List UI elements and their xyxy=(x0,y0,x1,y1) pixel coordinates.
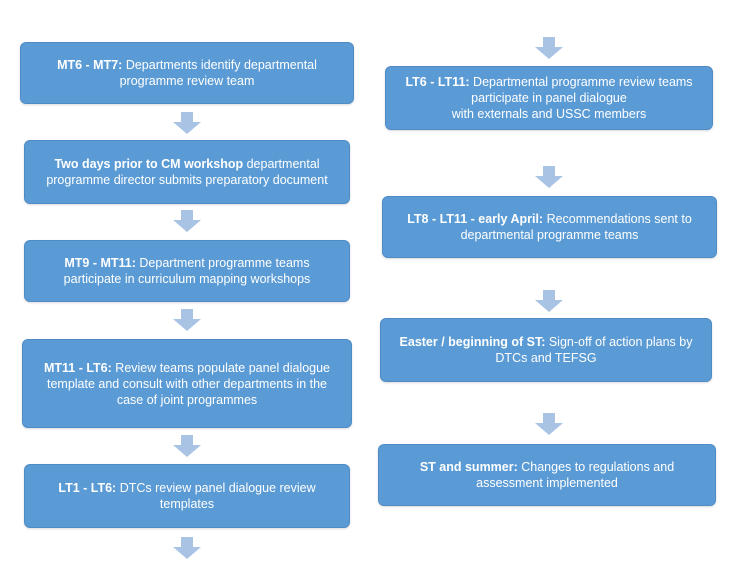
step-text: LT6 - LT11: Departmental programme revie… xyxy=(405,75,693,121)
step-lt6-lt11: LT6 - LT11: Departmental programme revie… xyxy=(385,66,713,130)
step-text: Easter / beginning of ST: Sign-off of ac… xyxy=(399,335,693,365)
down-arrow-icon xyxy=(173,309,201,331)
step-text: ST and summer: Changes to regulations an… xyxy=(419,460,675,490)
down-arrow-icon xyxy=(535,37,563,59)
step-lt8-lt11: LT8 - LT11 - early April: Recommendation… xyxy=(382,196,717,258)
step-easter: Easter / beginning of ST: Sign-off of ac… xyxy=(380,318,712,382)
step-mt11-lt6: MT11 - LT6: Review teams populate panel … xyxy=(22,339,352,428)
step-text: Two days prior to CM workshop department… xyxy=(46,157,328,187)
step-cm-workshop: Two days prior to CM workshop department… xyxy=(24,140,350,204)
down-arrow-icon xyxy=(173,210,201,232)
step-lt1-lt6: LT1 - LT6: DTCs review panel dialogue re… xyxy=(24,464,350,528)
down-arrow-icon xyxy=(535,166,563,188)
down-arrow-icon xyxy=(535,290,563,312)
step-text: MT11 - LT6: Review teams populate panel … xyxy=(43,360,331,407)
step-text: MT9 - MT11: Department programme teams p… xyxy=(63,256,311,286)
step-st-summer: ST and summer: Changes to regulations an… xyxy=(378,444,716,506)
down-arrow-icon xyxy=(173,435,201,457)
step-text: LT8 - LT11 - early April: Recommendation… xyxy=(407,212,692,242)
step-mt6-mt7: MT6 - MT7: Departments identify departme… xyxy=(20,42,354,104)
down-arrow-icon xyxy=(173,537,201,559)
step-text: LT1 - LT6: DTCs review panel dialogue re… xyxy=(58,481,316,511)
down-arrow-icon xyxy=(173,112,201,134)
step-text: MT6 - MT7: Departments identify departme… xyxy=(57,58,317,88)
step-mt9-mt11: MT9 - MT11: Department programme teams p… xyxy=(24,240,350,302)
down-arrow-icon xyxy=(535,413,563,435)
